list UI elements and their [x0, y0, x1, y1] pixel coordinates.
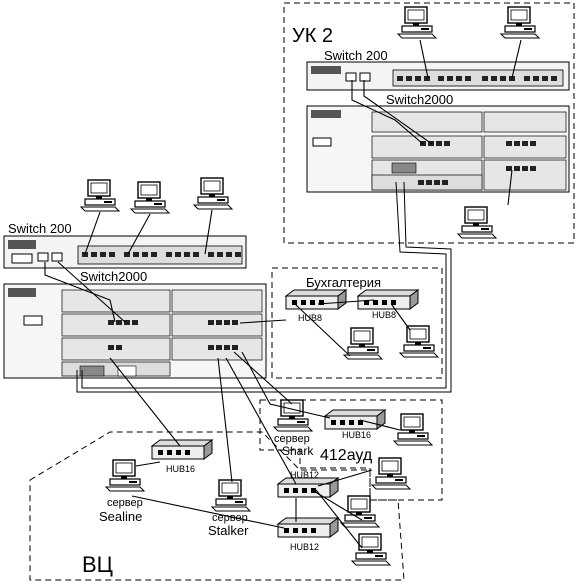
- link-vc-stalker: [217, 357, 233, 483]
- hub16-a-label: HUB16: [166, 464, 195, 474]
- server-sealine-role-label: сервер: [107, 497, 143, 509]
- link-vc-hub12a: [225, 357, 297, 485]
- server-sealine-pc: [105, 459, 145, 492]
- switch200-top: [306, 61, 570, 91]
- switch2000-top-ports: [391, 141, 536, 185]
- pc-uk2-2: [500, 6, 540, 39]
- zone-accounting-label: Бухгалтерия: [306, 275, 381, 290]
- link-vc-hub16-sealine: [135, 461, 161, 467]
- link-412-pc1: [359, 419, 401, 431]
- server-stalker-role-label: сервер: [212, 512, 248, 524]
- pc-uk2-1: [397, 6, 437, 39]
- link-left-pc2: [127, 213, 151, 255]
- link-acc-hub8-hub8: [317, 299, 375, 305]
- zone-room412-border: [259, 399, 443, 501]
- link-uk2-sw200-sw2000: [351, 80, 424, 145]
- server-stalker-name-label: Stalker: [208, 523, 249, 538]
- switch200-top-label: Switch 200: [324, 48, 388, 63]
- hub12-a-label: HUB12: [290, 470, 319, 480]
- hub8-a-device: [285, 289, 347, 310]
- link-uk2-pc2: [511, 39, 522, 79]
- trunk-uk2-left-a: [81, 181, 447, 389]
- link-acc-switch: [239, 319, 287, 324]
- hub8-b-device: [357, 289, 419, 310]
- zone-room412-label: 412ауд: [320, 447, 373, 464]
- hub16-a-device: [151, 439, 213, 460]
- pc-vc-1: [340, 495, 380, 528]
- zone-vc-label: ВЦ: [82, 552, 113, 577]
- zone-uk2-label: УК 2: [292, 25, 333, 47]
- switch2000-top-label: Switch2000: [386, 92, 453, 107]
- pc-left-3: [193, 177, 233, 210]
- link-left-pc3: [204, 209, 213, 255]
- trunk-uk2-left-b: [76, 181, 452, 393]
- link-vc-hub16: [109, 357, 181, 447]
- pc-412-2: [371, 457, 411, 490]
- link-uk2-sw200-sw2000-b: [363, 80, 433, 145]
- link-acc-pc2: [391, 304, 411, 331]
- pc-left-2: [130, 181, 170, 214]
- hub8-b-label: HUB8: [372, 310, 396, 320]
- server-shark-role-label: сервер: [274, 433, 310, 445]
- server-shark-pc: [273, 399, 313, 432]
- hub16-b-label: HUB16: [342, 430, 371, 440]
- server-sealine-name-label: Sealine: [99, 509, 142, 524]
- hub12-a-device: [277, 477, 339, 498]
- pc-vc-2: [351, 533, 391, 566]
- hub12-b-device: [277, 517, 339, 538]
- hub8-a-label: HUB8: [298, 313, 322, 323]
- zone-uk2-border: [283, 2, 575, 244]
- link-left-pc1: [84, 211, 101, 255]
- link-vc-hub12-pc2: [315, 489, 363, 549]
- switch2000-left-label: Switch2000: [80, 269, 147, 284]
- switch2000-left: [3, 283, 267, 379]
- link-vc-shark: [233, 351, 293, 405]
- pc-acc-2: [399, 325, 439, 358]
- hub12-b-label: HUB12: [290, 542, 319, 552]
- switch200-left: [3, 235, 247, 269]
- link-uk2-pc1: [419, 39, 429, 79]
- server-shark-name-label: Shark: [282, 444, 314, 458]
- link-left-sw200-sw2000-b: [57, 261, 126, 323]
- zone-vc-border: [29, 431, 405, 581]
- pc-uk2-3: [457, 206, 497, 239]
- switch200-left-label: Switch 200: [8, 221, 72, 236]
- link-vc-room412: [241, 351, 331, 419]
- link-vc-hub12a-hub16b: [317, 469, 373, 487]
- link-uk2-pc3: [507, 169, 513, 206]
- switch2000-top: [306, 105, 570, 193]
- server-stalker-pc: [211, 479, 251, 512]
- hub16-b-device: [324, 409, 386, 430]
- pc-left-1: [80, 179, 120, 212]
- link-vc-sealine-hub12b: [131, 495, 285, 529]
- pc-acc-1: [343, 327, 383, 360]
- link-acc-pc1: [295, 304, 351, 357]
- zone-accounting-border: [271, 267, 443, 379]
